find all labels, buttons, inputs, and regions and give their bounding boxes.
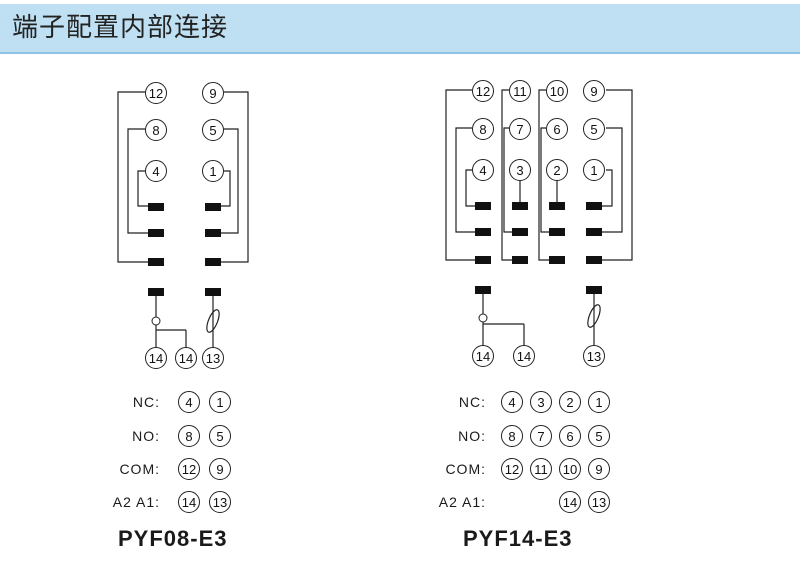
pyf14-pin-6: 6	[546, 118, 568, 140]
pyf14-nc-2: 2	[559, 391, 581, 413]
pyf14-pin-14a: 14	[472, 345, 494, 367]
section-title: 端子配置内部连接	[12, 13, 229, 43]
pyf08-coil-14: 14	[178, 491, 200, 513]
pyf08-nc-4: 4	[178, 391, 200, 413]
pyf14-com-9: 9	[588, 458, 610, 480]
section-header: 端子配置内部连接	[0, 4, 800, 52]
pyf14-pin-12: 12	[472, 80, 494, 102]
pyf08-pin-12: 12	[145, 82, 167, 104]
pyf14-pin-1: 1	[583, 159, 605, 181]
pyf08-pin-9: 9	[202, 82, 224, 104]
pyf08-com-9: 9	[209, 458, 231, 480]
pyf08-label-nc: NC:	[132, 394, 160, 410]
pyf14-pin-8: 8	[472, 118, 494, 140]
pyf14-pin-4: 4	[472, 159, 494, 181]
pyf08-label-coil: A2 A1:	[112, 494, 160, 510]
pyf08-pin-4: 4	[145, 160, 167, 182]
pyf08-no-5: 5	[209, 425, 231, 447]
pyf14-pin-11: 11	[509, 80, 531, 102]
pyf08-pin-8: 8	[145, 119, 167, 141]
pyf14-pin-9: 9	[583, 80, 605, 102]
pyf08-model-name: PYF08-E3	[118, 526, 228, 551]
pyf08-label-com: COM:	[119, 461, 160, 477]
pyf14-label-no: NO:	[458, 428, 486, 444]
pyf14-pin-3: 3	[509, 159, 531, 181]
pyf14-pin-14b: 14	[513, 345, 535, 367]
pyf08-coil-13: 13	[209, 491, 231, 513]
pyf14-label-com: COM:	[445, 461, 486, 477]
pyf08-pin-1: 1	[202, 160, 224, 182]
pyf08-nc-1: 1	[209, 391, 231, 413]
pyf14-pin-2: 2	[546, 159, 568, 181]
pyf14-no-6: 6	[559, 425, 581, 447]
pyf14-no-5: 5	[588, 425, 610, 447]
pyf14-nc-4: 4	[501, 391, 523, 413]
header-divider	[0, 52, 800, 54]
pyf08-pin-5: 5	[202, 119, 224, 141]
pyf14-pin-13: 13	[583, 345, 605, 367]
pyf14-label-nc: NC:	[458, 394, 486, 410]
pyf14-nc-3: 3	[530, 391, 552, 413]
pyf08-pin-14b: 14	[175, 347, 197, 369]
pyf08-no-8: 8	[178, 425, 200, 447]
pyf14-pin-10: 10	[546, 80, 568, 102]
pyf14-label-coil: A2 A1:	[438, 494, 486, 510]
pyf08-com-12: 12	[178, 458, 200, 480]
pyf14-no-7: 7	[530, 425, 552, 447]
pyf14-coil-14: 14	[559, 491, 581, 513]
pyf14-nc-1: 1	[588, 391, 610, 413]
pyf14-coil-13: 13	[588, 491, 610, 513]
pyf14-model-name: PYF14-E3	[463, 526, 573, 551]
pyf14-no-8: 8	[501, 425, 523, 447]
pyf14-com-10: 10	[559, 458, 581, 480]
pyf14-com-11: 11	[530, 458, 552, 480]
pyf14-pin-5: 5	[583, 118, 605, 140]
pyf14-pin-7: 7	[509, 118, 531, 140]
pyf08-label-no: NO:	[132, 428, 160, 444]
pyf08-pin-14a: 14	[145, 347, 167, 369]
pyf08-pin-13: 13	[202, 347, 224, 369]
pyf14-com-12: 12	[501, 458, 523, 480]
